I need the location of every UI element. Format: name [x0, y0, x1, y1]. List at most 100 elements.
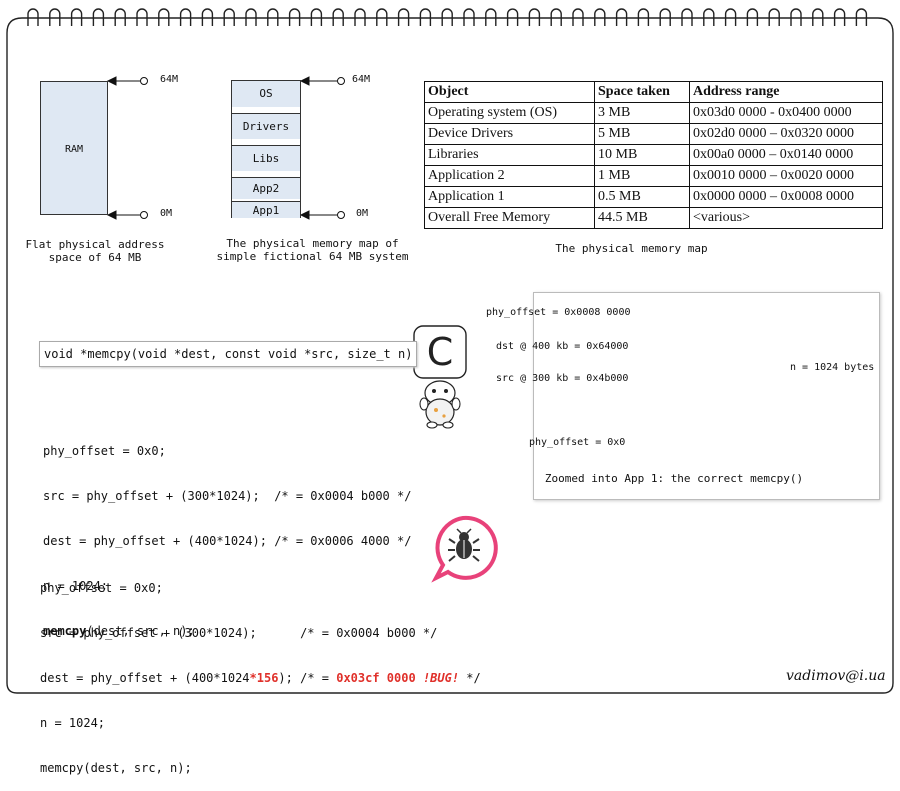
- binding-ring: [855, 8, 868, 26]
- table-cell: 0x03d0 0000 - 0x0400 0000: [689, 102, 883, 124]
- memcpy-keyword: memcpy: [43, 624, 87, 638]
- binding-ring: [833, 8, 846, 26]
- binding-ring: [812, 8, 824, 26]
- spiral-binding: [27, 8, 868, 26]
- table-cell: 1 MB: [594, 165, 690, 187]
- zoom-panel: [533, 292, 880, 500]
- binding-ring: [441, 8, 453, 26]
- binding-ring: [506, 8, 519, 26]
- code-line: src = phy_offset + (300*1024); /* = 0x00…: [43, 489, 412, 503]
- table-row: Libraries 10 MB 0x00a0 0000 – 0x0140 000…: [424, 144, 883, 166]
- segment-os: OS: [232, 81, 300, 107]
- code-line: n = 1024;: [40, 716, 106, 730]
- memmap-arrows: [299, 76, 345, 220]
- zoom-caption: Zoomed into App 1: the correct memcpy(): [544, 472, 804, 485]
- c-language-mascot: [413, 325, 467, 429]
- binding-ring: [49, 8, 61, 26]
- code-line: src = phy_offset + (300*1024); /* = 0x00…: [40, 626, 438, 640]
- binding-ring: [419, 8, 432, 26]
- binding-ring: [790, 8, 802, 26]
- table-cell: 0.5 MB: [594, 186, 690, 208]
- binding-ring: [724, 8, 737, 26]
- memmap-block: OS Drivers Libs App2 App1: [231, 80, 301, 218]
- binding-ring: [354, 8, 366, 26]
- code-line: n = 1024;: [43, 579, 109, 593]
- author-credit: vadimov@i.ua: [786, 668, 886, 684]
- ram-bottom-marker: 0M: [160, 208, 173, 219]
- code-line: dest = phy_offset + (400*1024); /* = 0x0…: [43, 534, 412, 548]
- table-row: Application 2 1 MB 0x0010 0000 – 0x0020 …: [424, 165, 883, 187]
- ram-block: RAM: [40, 81, 108, 215]
- table-cell: 10 MB: [594, 144, 690, 166]
- code-line: memcpy(dest, src, n);: [40, 761, 192, 775]
- table-cell: 5 MB: [594, 123, 690, 145]
- binding-ring: [223, 8, 235, 26]
- ram-caption: Flat physical address space of 64 MB: [25, 238, 165, 264]
- ram-top-marker: 64M: [160, 74, 179, 85]
- table-header: Address range: [689, 81, 883, 103]
- binding-ring: [681, 8, 693, 26]
- segment-app1: App1: [232, 201, 300, 218]
- code-line: phy_offset = 0x0;: [43, 444, 166, 458]
- code-line: phy_offset = 0x0;: [40, 581, 163, 595]
- bug-address: 0x03cf 0000: [336, 671, 416, 685]
- ram-arrows: [106, 76, 148, 220]
- code-line: dest = phy_offset + (400*1024*156); /* =…: [40, 671, 481, 685]
- memory-map-table: Object Space taken Address range Operati…: [424, 81, 883, 229]
- table-cell: <various>: [689, 207, 883, 229]
- binding-ring: [397, 8, 410, 26]
- binding-ring: [594, 8, 606, 26]
- binding-ring: [310, 8, 323, 26]
- binding-ring: [572, 8, 584, 26]
- table-header-row: Object Space taken Address range: [424, 81, 883, 103]
- table-cell: Operating system (OS): [424, 102, 595, 124]
- memmap-caption: The physical memory map of simple fictio…: [216, 237, 409, 263]
- table-cell: 44.5 MB: [594, 207, 690, 229]
- binding-ring: [158, 8, 170, 26]
- bug-icon: [448, 528, 480, 562]
- zoom-src-label: src @ 300 kb = 0x4b000: [496, 373, 629, 384]
- binding-ring: [332, 8, 344, 26]
- binding-ring: [485, 8, 497, 26]
- binding-ring: [114, 8, 126, 26]
- binding-ring: [768, 8, 780, 26]
- zoom-phy-offset-top: phy_offset = 0x0008 0000: [486, 307, 631, 318]
- ram-label: RAM: [64, 144, 84, 155]
- table-cell: 0x02d0 0000 – 0x0320 0000: [689, 123, 883, 145]
- binding-ring: [201, 8, 214, 26]
- binding-ring: [27, 8, 39, 26]
- binding-ring: [245, 8, 257, 26]
- table-cell: 3 MB: [594, 102, 690, 124]
- binding-ring: [267, 8, 279, 26]
- binding-ring: [528, 8, 541, 26]
- table-row: Device Drivers 5 MB 0x02d0 0000 – 0x0320…: [424, 123, 883, 145]
- binding-ring: [376, 8, 388, 26]
- table-row: Overall Free Memory 44.5 MB <various>: [424, 207, 883, 229]
- segment-libs: Libs: [232, 145, 300, 171]
- segment-app2: App2: [232, 177, 300, 199]
- bug-multiplier: *156: [249, 671, 279, 685]
- table-cell: Overall Free Memory: [424, 207, 595, 229]
- c-logo-letter: C: [426, 330, 454, 374]
- binding-ring: [288, 8, 301, 26]
- table-header: Object: [424, 81, 595, 103]
- binding-ring: [136, 8, 148, 26]
- binding-ring: [463, 8, 475, 26]
- table-header: Space taken: [594, 81, 690, 103]
- binding-ring: [659, 8, 671, 26]
- segment-drivers: Drivers: [232, 113, 300, 139]
- zoom-n-label: n = 1024 bytes: [790, 362, 875, 373]
- binding-ring: [703, 8, 715, 26]
- binding-ring: [92, 8, 105, 26]
- table-caption: The physical memory map: [555, 242, 708, 255]
- binding-ring: [70, 8, 83, 26]
- binding-ring: [615, 8, 628, 26]
- binding-ring: [179, 8, 192, 26]
- memmap-top-marker: 64M: [352, 74, 371, 85]
- table-cell: Application 1: [424, 186, 595, 208]
- zoom-dest-label: dst @ 400 kb = 0x64000: [496, 341, 629, 352]
- table-row: Application 1 0.5 MB 0x0000 0000 – 0x000…: [424, 186, 883, 208]
- binding-ring: [637, 8, 650, 26]
- table-row: Operating system (OS) 3 MB 0x03d0 0000 -…: [424, 102, 883, 124]
- table-cell: Application 2: [424, 165, 595, 187]
